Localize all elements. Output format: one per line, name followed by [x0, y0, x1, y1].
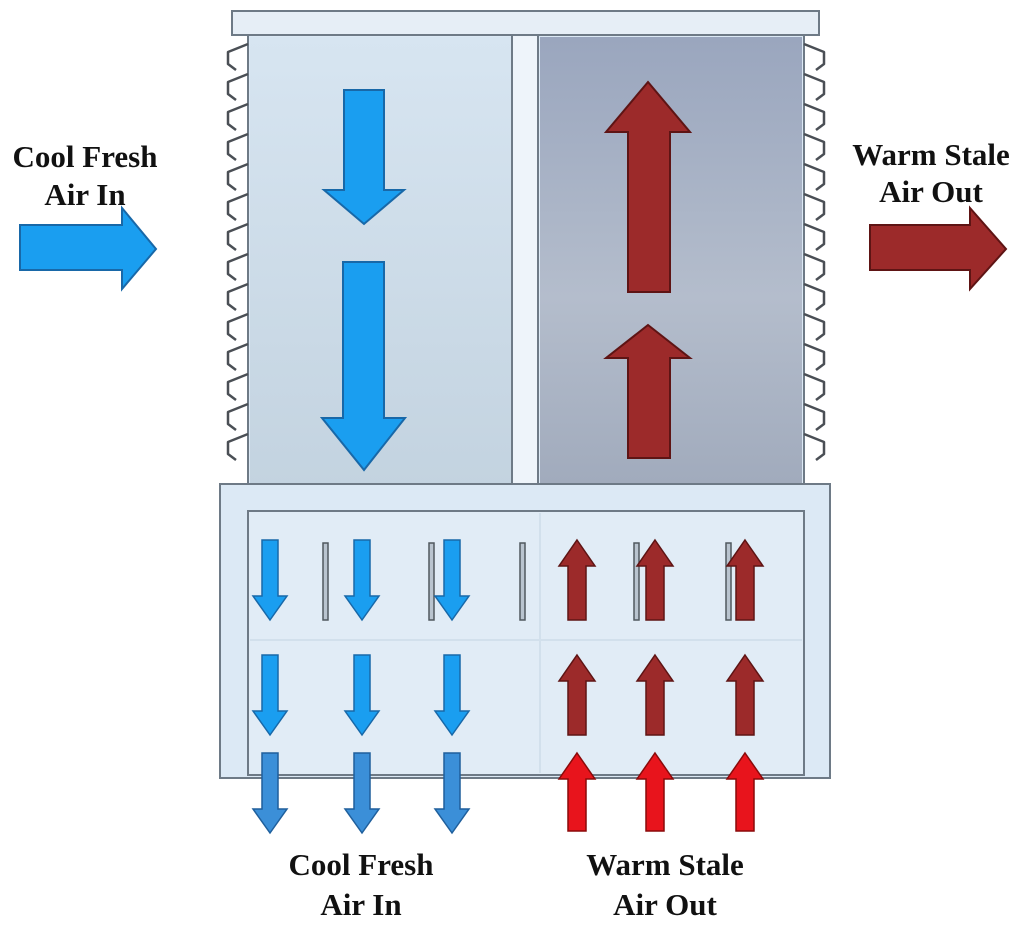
louver-icon: [803, 72, 826, 101]
baffle: [322, 542, 329, 621]
louver-icon: [226, 402, 249, 431]
arrow-up-icon: [557, 538, 597, 621]
baffles: [322, 542, 732, 621]
louver-icon: [803, 222, 826, 251]
louver-icon: [226, 102, 249, 131]
inlet-arrow-right-icon: [19, 205, 158, 292]
exhaust-arrow-up-icon: [603, 323, 693, 459]
arrow-down-icon: [433, 654, 471, 737]
arrow-up-icon: [635, 653, 675, 736]
arrow-down-icon: [343, 539, 381, 622]
arrow-down-icon: [251, 539, 289, 622]
divider-wall: [511, 34, 539, 514]
arrow-down-icon: [343, 654, 381, 737]
louver-icon: [226, 72, 249, 101]
right-louvers: [803, 42, 826, 461]
baffle: [633, 542, 640, 621]
louver-icon: [226, 252, 249, 281]
baffle: [428, 542, 435, 621]
baffle: [519, 542, 526, 621]
arrow-down-icon: [251, 654, 289, 737]
louver-icon: [226, 132, 249, 161]
louver-icon: [226, 192, 249, 221]
louver-icon: [803, 192, 826, 221]
louver-icon: [226, 312, 249, 341]
louver-icon: [803, 102, 826, 131]
arrow-up-icon: [635, 751, 675, 832]
louver-icon: [803, 42, 826, 71]
louver-icon: [803, 342, 826, 371]
louver-icon: [803, 402, 826, 431]
louver-icon: [803, 252, 826, 281]
louver-icon: [226, 342, 249, 371]
bottom-right-label-line2: Air Out: [613, 887, 717, 922]
arrow-down-icon: [433, 539, 471, 622]
flow-arrows: [251, 538, 765, 835]
louver-icon: [803, 432, 826, 461]
louver-icon: [226, 222, 249, 251]
bottom-left-label-line1: Cool Fresh: [289, 847, 434, 882]
arrow-up-icon: [725, 538, 765, 621]
arrow-up-icon: [725, 653, 765, 736]
louver-icon: [803, 132, 826, 161]
right-label-line2: Air Out: [879, 174, 983, 209]
outlet-arrow-right-icon: [869, 205, 1008, 292]
louver-icon: [803, 162, 826, 191]
arrow-up-icon: [557, 653, 597, 736]
louver-icon: [226, 372, 249, 401]
left-label-line2: Air In: [44, 177, 125, 212]
louver-icon: [226, 282, 249, 311]
intake-arrow-down-icon: [319, 261, 408, 472]
intake-arrow-down-icon: [321, 89, 407, 226]
arrow-down-icon: [343, 752, 381, 835]
right-label-line1: Warm Stale: [852, 137, 1010, 172]
left-label-line1: Cool Fresh: [13, 139, 158, 174]
arrow-up-icon: [557, 751, 597, 832]
top-cap: [231, 10, 820, 36]
louver-icon: [226, 162, 249, 191]
arrow-down-icon: [251, 752, 289, 835]
louver-icon: [226, 42, 249, 71]
louver-icon: [226, 432, 249, 461]
arrow-up-icon: [635, 538, 675, 621]
arrow-up-icon: [725, 751, 765, 832]
louver-icon: [803, 282, 826, 311]
louver-icon: [803, 312, 826, 341]
bottom-left-label-line2: Air In: [320, 887, 401, 922]
arrow-down-icon: [433, 752, 471, 835]
louver-icon: [803, 372, 826, 401]
bottom-right-label-line1: Warm Stale: [586, 847, 744, 882]
exhaust-arrow-up-icon: [603, 80, 693, 293]
lower-inner-panel: [247, 510, 805, 776]
baffle: [725, 542, 732, 621]
left-louvers: [226, 42, 249, 461]
